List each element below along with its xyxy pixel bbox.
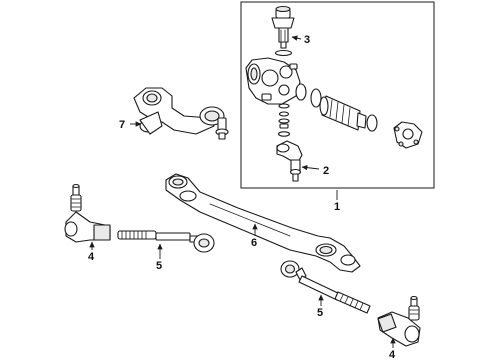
inner-tie-rod-left-part — [117, 230, 215, 253]
inner-tie-rod-right-part — [280, 260, 371, 314]
callout-7: 7 — [119, 119, 125, 131]
callout-2: 2 — [323, 165, 329, 177]
center-link-part — [165, 173, 361, 273]
pinion-valve-part — [271, 5, 295, 57]
seal-rings-part — [277, 83, 378, 137]
callout-5-right: 5 — [317, 307, 323, 319]
outer-tie-rod-end-right-part — [377, 295, 421, 347]
callout-1: 1 — [334, 201, 340, 213]
gear-assembly-frame — [240, 1, 435, 189]
callout-leaders — [89, 35, 396, 348]
callout-3: 3 — [304, 34, 310, 46]
idler-arm-part — [133, 87, 229, 140]
rack-piston-part — [319, 95, 367, 131]
side-cover-part — [393, 121, 423, 149]
callout-4-right: 4 — [389, 349, 396, 360]
callout-5-left: 5 — [156, 260, 162, 272]
callout-4-left: 4 — [88, 251, 95, 263]
pitman-arm-part — [276, 140, 303, 182]
callout-6: 6 — [251, 237, 257, 249]
outer-tie-rod-end-left-part — [64, 183, 111, 243]
gear-housing-part — [245, 57, 301, 105]
